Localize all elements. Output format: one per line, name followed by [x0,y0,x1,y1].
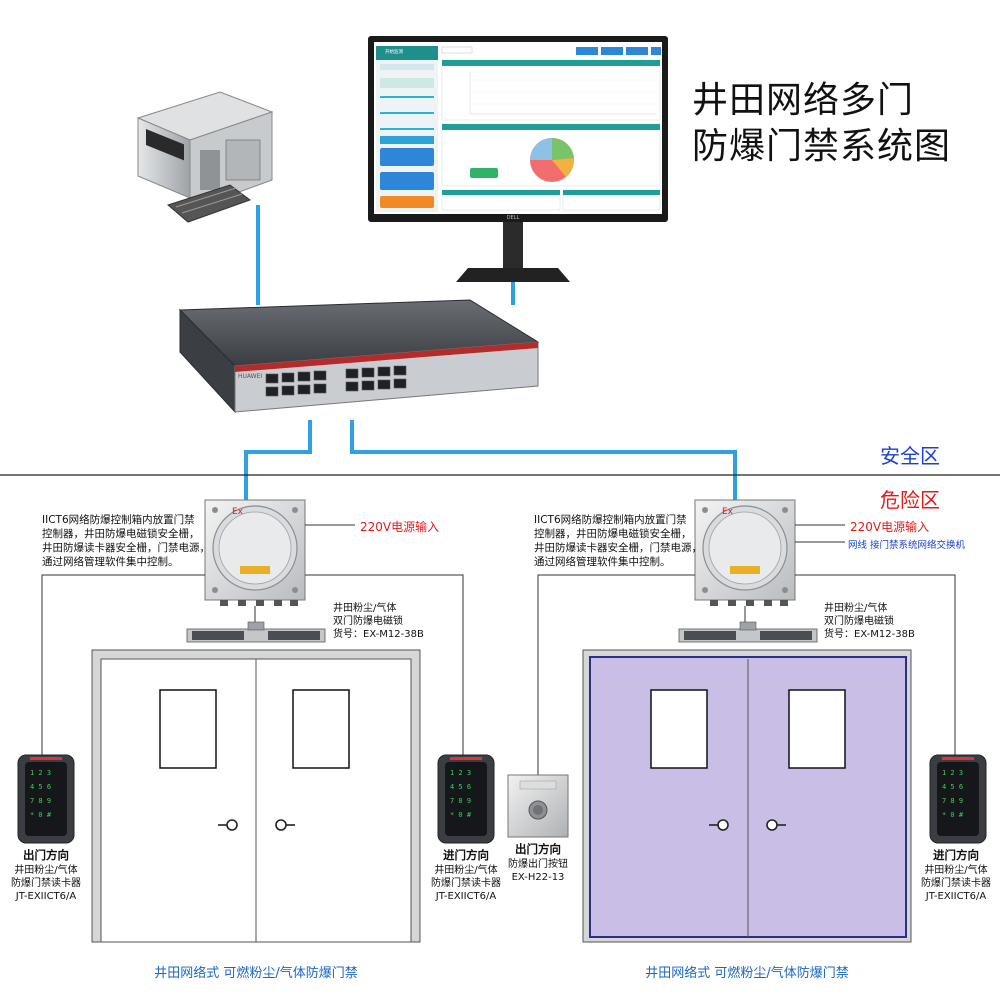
exit-button-device [507,774,569,838]
svg-text:DELL: DELL [507,215,520,221]
card-reader-left-entry: 1 2 3 4 5 6 7 8 9 * 0 # [437,754,495,844]
svg-text:Ex: Ex [722,507,734,517]
svg-text:7 8 9: 7 8 9 [450,797,471,805]
left-desc-line: 控制器，井田防爆电磁锁安全栅， [42,528,200,540]
left-desc-line: IICT6网络防爆控制箱内放置门禁 [42,514,195,526]
safe-zone-label: 安全区 [880,444,940,468]
left-desc-line: 通过网络管理软件集中控制。 [42,556,179,568]
button-line: EX-H22-13 [511,872,565,883]
right-door-caption: 井田网络式 可燃粉尘/气体防爆门禁 [645,966,849,981]
explosion-proof-box-left: Ex [204,499,306,606]
svg-text:1 2 3: 1 2 3 [450,769,471,777]
svg-text:1 2 3: 1 2 3 [942,769,963,777]
left-exit-reader-label: 出门方向 井田粉尘/气体 防爆门禁读卡器 JT-EXIICT6/A [0,846,92,903]
right-lock-line: 双门防爆电磁锁 [824,616,894,627]
cable-switch-left-box [244,420,312,500]
left-lock-label: 井田粉尘/气体 双门防爆电磁锁 货号：EX-M12-38B [333,602,424,641]
left-lock-line: 井田粉尘/气体 [333,603,397,614]
left-lock-line: 货号：EX-M12-38B [333,629,424,640]
exit-button-label: 出门方向 防爆出门按钮 EX-H22-13 [494,840,582,884]
right-desc-line: 控制器，井田防爆电磁锁安全栅， [534,528,692,540]
right-lock-line: 井田粉尘/气体 [824,603,888,614]
right-lock-label: 井田粉尘/气体 双门防爆电磁锁 货号：EX-M12-38B [824,602,915,641]
right-network-note: 网线 接门禁系统网络交换机 [848,540,966,551]
card-reader-left-exit: 1 2 3 4 5 6 7 8 9 * 0 # [17,754,75,844]
exit-button-direction: 出门方向 [515,842,561,856]
svg-text:4 5 6: 4 5 6 [30,783,51,791]
svg-text:* 0 #: * 0 # [942,811,964,819]
right-lock-line: 货号：EX-M12-38B [824,629,915,640]
card-reader-right-entry: 1 2 3 4 5 6 7 8 9 * 0 # [929,754,987,844]
left-exit-direction: 出门方向 [23,848,69,862]
svg-text:1 2 3: 1 2 3 [30,769,51,777]
right-desc-line: IICT6网络防爆控制箱内放置门禁 [534,514,687,526]
left-door-caption: 井田网络式 可燃粉尘/气体防爆门禁 [154,966,358,981]
right-desc-line: 井田防爆读卡器安全栅，门禁电源， [534,542,702,554]
switch-brand-label: HUAWEI [238,373,263,380]
right-entry-direction: 进门方向 [933,848,979,862]
wiring-right [537,524,956,775]
explosion-proof-box-right: Ex [694,499,796,606]
svg-text:Ex: Ex [232,507,244,517]
right-entry-reader-label: 进门方向 井田粉尘/气体 防爆门禁读卡器 JT-EXIICT6/A [912,846,1000,903]
button-line: 防爆出门按钮 [508,859,568,870]
left-entry-reader-label: 进门方向 井田粉尘/气体 防爆门禁读卡器 JT-EXIICT6/A [420,846,512,903]
reader-line: 防爆门禁读卡器 [921,878,991,889]
reader-line: 井田粉尘/气体 [14,865,78,876]
double-door-right [582,649,912,943]
cable-switch-right-box [350,420,737,500]
svg-text:* 0 #: * 0 # [450,811,472,819]
reader-line: JT-EXIICT6/A [925,891,987,902]
double-door-left [91,649,421,943]
reader-line: 井田粉尘/气体 [434,865,498,876]
right-power-input-label: 220V电源输入 [850,520,930,534]
svg-text:4 5 6: 4 5 6 [450,783,471,791]
danger-zone-label: 危险区 [880,488,940,512]
reader-line: 防爆门禁读卡器 [11,878,81,889]
left-entry-direction: 进门方向 [443,848,489,862]
industrial-pc [136,91,274,223]
left-lock-line: 双门防爆电磁锁 [333,616,403,627]
right-desc-line: 通过网络管理软件集中控制。 [534,556,671,568]
monitor: DELL [368,36,668,282]
left-box-description: IICT6网络防爆控制箱内放置门禁 控制器，井田防爆电磁锁安全栅， 井田防爆读卡… [42,513,210,569]
magnetic-lock-right [678,621,818,643]
reader-line: 井田粉尘/气体 [924,865,988,876]
page-title: 井田网络多门 防爆门禁系统图 [692,78,951,170]
svg-text:* 0 #: * 0 # [30,811,52,819]
reader-line: JT-EXIICT6/A [15,891,77,902]
reader-line: JT-EXIICT6/A [435,891,497,902]
left-power-input-label: 220V电源输入 [360,520,440,534]
svg-text:4 5 6: 4 5 6 [942,783,963,791]
right-box-description: IICT6网络防爆控制箱内放置门禁 控制器，井田防爆电磁锁安全栅， 井田防爆读卡… [534,513,702,569]
title-line-2: 防爆门禁系统图 [692,126,952,167]
svg-text:7 8 9: 7 8 9 [30,797,51,805]
reader-line: 防爆门禁读卡器 [431,878,501,889]
monitor-start-button: 开始监测 [385,50,403,55]
title-line-1: 井田网络多门 [692,80,915,121]
svg-text:7 8 9: 7 8 9 [942,797,963,805]
network-cables [244,205,737,500]
network-switch [178,299,540,414]
magnetic-lock-left [186,621,326,643]
left-desc-line: 井田防爆读卡器安全栅，门禁电源， [42,542,210,554]
